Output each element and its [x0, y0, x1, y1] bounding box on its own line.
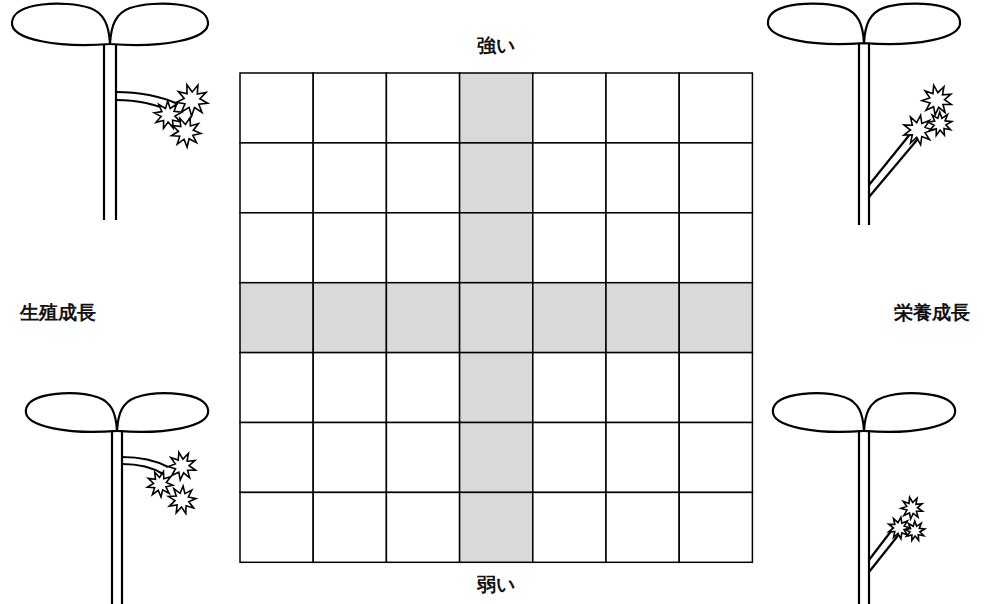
grid-cell: [240, 213, 313, 283]
stem: [868, 431, 870, 604]
branch: [122, 464, 163, 474]
grid-cell: [313, 492, 386, 562]
stem: [858, 43, 860, 225]
flower-burst: [168, 486, 196, 514]
grid-cell: [386, 213, 459, 283]
plant-illustration: [26, 393, 208, 604]
grid-cell: [533, 73, 606, 143]
flower-burst: [154, 101, 182, 128]
grid-cell: [240, 423, 313, 493]
grid-cell: [313, 423, 386, 493]
grid-cell: [313, 353, 386, 423]
grid-cell: [386, 423, 459, 493]
stem: [858, 431, 860, 604]
grid-cell: [533, 283, 606, 353]
grid: [240, 73, 752, 562]
cotyledon: [110, 4, 208, 45]
plant-illustration: [12, 4, 208, 220]
grid-cell: [679, 353, 752, 423]
grid-cell: [460, 143, 533, 213]
grid-cell: [460, 423, 533, 493]
stem: [868, 43, 870, 225]
cotyledon: [768, 4, 864, 45]
flower-burst: [172, 118, 201, 147]
cotyledon: [12, 4, 110, 45]
axis-label: 弱い: [477, 573, 515, 596]
flower-burst: [904, 115, 933, 145]
axis-label: 生殖成長: [20, 301, 96, 324]
grid-cell: [606, 283, 679, 353]
flower-burst: [147, 472, 173, 498]
plant-illustration: [773, 393, 955, 604]
stem: [111, 431, 113, 604]
cotyledon: [773, 393, 864, 431]
grid-cell: [533, 423, 606, 493]
grid-cell: [386, 73, 459, 143]
plant-illustration: [768, 4, 960, 225]
grid-cell: [386, 492, 459, 562]
grid-cell: [606, 213, 679, 283]
stem: [115, 44, 117, 220]
grid-cell: [386, 353, 459, 423]
axis-label: 強い: [477, 34, 515, 57]
grid-cell: [313, 283, 386, 353]
flower-burst: [905, 521, 925, 541]
cotyledon: [26, 393, 117, 431]
grid-cell: [679, 423, 752, 493]
grid-cell: [460, 353, 533, 423]
axis-label: 栄養成長: [894, 301, 970, 324]
grid-cell: [533, 492, 606, 562]
grid-cell: [313, 73, 386, 143]
flower-burst: [928, 112, 952, 135]
grid-cell: [606, 143, 679, 213]
grid-cell: [460, 492, 533, 562]
grid-cell: [313, 213, 386, 283]
grid-cell: [606, 73, 679, 143]
cotyledon: [864, 393, 955, 431]
grid-cell: [606, 492, 679, 562]
flower-burst: [922, 85, 951, 115]
branch: [869, 134, 922, 197]
grid-cell: [240, 283, 313, 353]
grid-cell: [386, 283, 459, 353]
grid-cell: [386, 143, 459, 213]
cotyledon: [864, 4, 960, 45]
stem: [103, 44, 105, 220]
grid-cell: [240, 492, 313, 562]
grid-cell: [313, 143, 386, 213]
grid-cell: [679, 143, 752, 213]
grid-cell: [240, 353, 313, 423]
grid-cell: [533, 143, 606, 213]
grid-cell: [679, 283, 752, 353]
grid-cell: [533, 353, 606, 423]
cotyledon: [117, 393, 208, 431]
flower-burst: [901, 497, 923, 519]
grid-cell: [240, 143, 313, 213]
grid-cell: [679, 492, 752, 562]
grid-cell: [533, 213, 606, 283]
branch: [869, 128, 915, 185]
grid-cell: [460, 283, 533, 353]
grid-cell: [606, 353, 679, 423]
grid-cell: [679, 73, 752, 143]
grid-cell: [606, 423, 679, 493]
grid-cell: [679, 213, 752, 283]
grid-cell: [240, 73, 313, 143]
grid-cell: [460, 73, 533, 143]
grid-cell: [460, 213, 533, 283]
